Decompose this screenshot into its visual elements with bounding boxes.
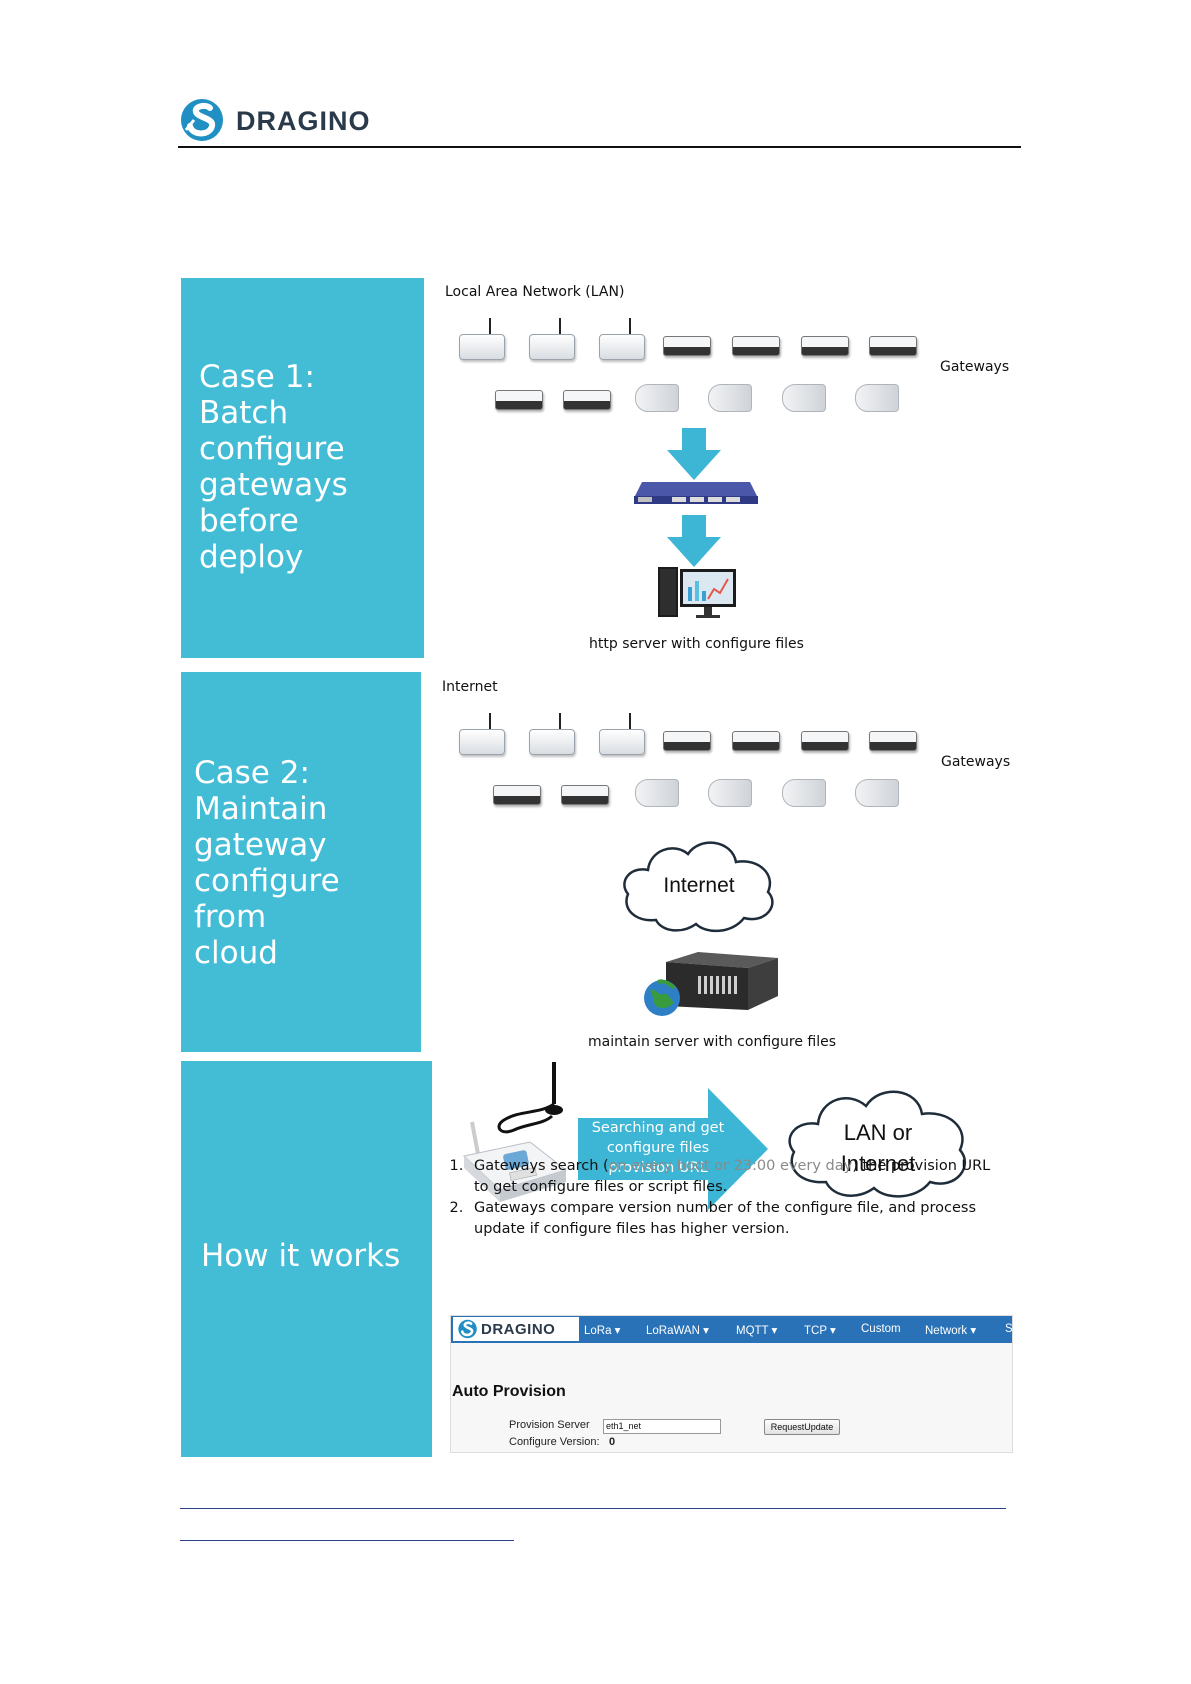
gateway-icon (459, 334, 505, 360)
internet-cloud-label: Internet (663, 874, 735, 897)
gateway-icon (529, 334, 575, 360)
gateway-icon (599, 334, 645, 360)
request-update-button[interactable]: RequestUpdate (764, 1419, 840, 1435)
step-1-schedule: on every boot or 23:00 every day (608, 1158, 853, 1174)
search-arrow-icon (578, 1088, 768, 1210)
gateway-icon (663, 336, 711, 356)
lan-internet-cloud-label: LAN or Internet (840, 1120, 916, 1176)
case2-panel: Case 2: Maintain gateway configure from … (181, 672, 421, 1052)
outdoor-gateway-icon (782, 779, 826, 807)
case1-title: Case 1: Batch configure gateways before … (199, 359, 348, 575)
case1-gateway-row-2 (495, 378, 915, 423)
network-switch-icon (634, 482, 758, 504)
footer-rule-short (180, 1540, 514, 1541)
dragino-logo-icon (458, 1319, 477, 1339)
gateway-icon (599, 729, 645, 755)
provision-server-input[interactable]: eth1_net (603, 1419, 721, 1434)
gateway-icon (869, 731, 917, 751)
configure-version-value: 0 (609, 1436, 616, 1448)
case1-panel: Case 1: Batch configure gateways before … (181, 278, 424, 658)
gateway-icon (459, 729, 505, 755)
outdoor-gateway-icon (708, 779, 752, 807)
outdoor-gateway-icon (708, 384, 752, 412)
outdoor-gateway-icon (782, 384, 826, 412)
gateway-icon (493, 785, 541, 805)
gateway-icon (732, 731, 780, 751)
case2-gateway-row-2 (493, 773, 913, 818)
gateway-icon (563, 390, 611, 410)
steps-list: Gateways search (on every boot or 23:00 … (446, 1156, 1006, 1240)
step-1: Gateways search (on every boot or 23:00 … (468, 1156, 1006, 1198)
case1-server-label: http server with configure files (589, 636, 804, 652)
case2-gateways-label: Gateways (941, 754, 1011, 770)
nav-item-network[interactable]: Network ▾ (925, 1325, 977, 1337)
case2-network-label: Internet (442, 679, 498, 695)
nav-item-lorawan[interactable]: LoRaWAN ▾ (646, 1325, 709, 1337)
outdoor-gateway-icon (855, 779, 899, 807)
computer-icon (658, 567, 736, 618)
outdoor-gateway-icon (855, 384, 899, 412)
nav-item-lora[interactable]: LoRa ▾ (584, 1325, 621, 1337)
dragino-logo-icon (181, 99, 223, 141)
nav-item-tcp[interactable]: TCP ▾ (804, 1325, 836, 1337)
how-title: How it works (201, 1238, 401, 1274)
gateway-icon (495, 390, 543, 410)
step-2: Gateways compare version number of the c… (468, 1198, 1006, 1240)
outdoor-gateway-icon (635, 779, 679, 807)
provision-server-label: Provision Server (509, 1419, 590, 1431)
gateway-icon (801, 731, 849, 751)
case1-gateways-label: Gateways (940, 359, 1010, 375)
gateway-icon (561, 785, 609, 805)
header-rule (178, 146, 1021, 148)
server-icon (644, 952, 778, 1016)
nav-item-custom[interactable]: Custom (861, 1323, 901, 1335)
gateway-icon (529, 729, 575, 755)
outdoor-gateway-icon (635, 384, 679, 412)
down-arrow-icon (667, 515, 721, 567)
ui-nav-bar: DRAGINO LoRa ▾ LoRaWAN ▾ MQTT ▾ TCP ▾ Cu… (451, 1316, 1012, 1343)
how-panel: How it works (181, 1061, 432, 1457)
case2-title: Case 2: Maintain gateway configure from … (194, 755, 340, 971)
gateway-icon (869, 336, 917, 356)
lan-internet-cloud-icon (788, 1090, 967, 1198)
case1-gateway-row-1 (455, 318, 925, 365)
nav-item-system[interactable]: S (1005, 1323, 1013, 1335)
configure-version-label: Configure Version: (509, 1436, 600, 1448)
gateway-device-icon (462, 1062, 568, 1202)
logo-text: DRAGINO (236, 106, 371, 136)
case1-network-label: Local Area Network (LAN) (445, 284, 625, 300)
down-arrow-icon (667, 428, 721, 480)
ui-logo: DRAGINO (453, 1317, 579, 1341)
footer-rule (180, 1508, 1006, 1509)
gateway-icon (732, 336, 780, 356)
gateway-icon (663, 731, 711, 751)
ui-screenshot: DRAGINO LoRa ▾ LoRaWAN ▾ MQTT ▾ TCP ▾ Cu… (450, 1315, 1013, 1453)
ui-page-title: Auto Provision (452, 1383, 566, 1400)
case2-gateway-row-1 (455, 713, 925, 760)
internet-cloud-icon (623, 841, 774, 932)
search-arrow-text: Searching and get configure files provis… (591, 1120, 725, 1176)
gateway-icon (801, 336, 849, 356)
nav-item-mqtt[interactable]: MQTT ▾ (736, 1325, 778, 1337)
dragino-logo (178, 96, 388, 144)
ui-logo-text: DRAGINO (481, 1321, 556, 1338)
case2-server-label: maintain server with configure files (588, 1034, 837, 1050)
